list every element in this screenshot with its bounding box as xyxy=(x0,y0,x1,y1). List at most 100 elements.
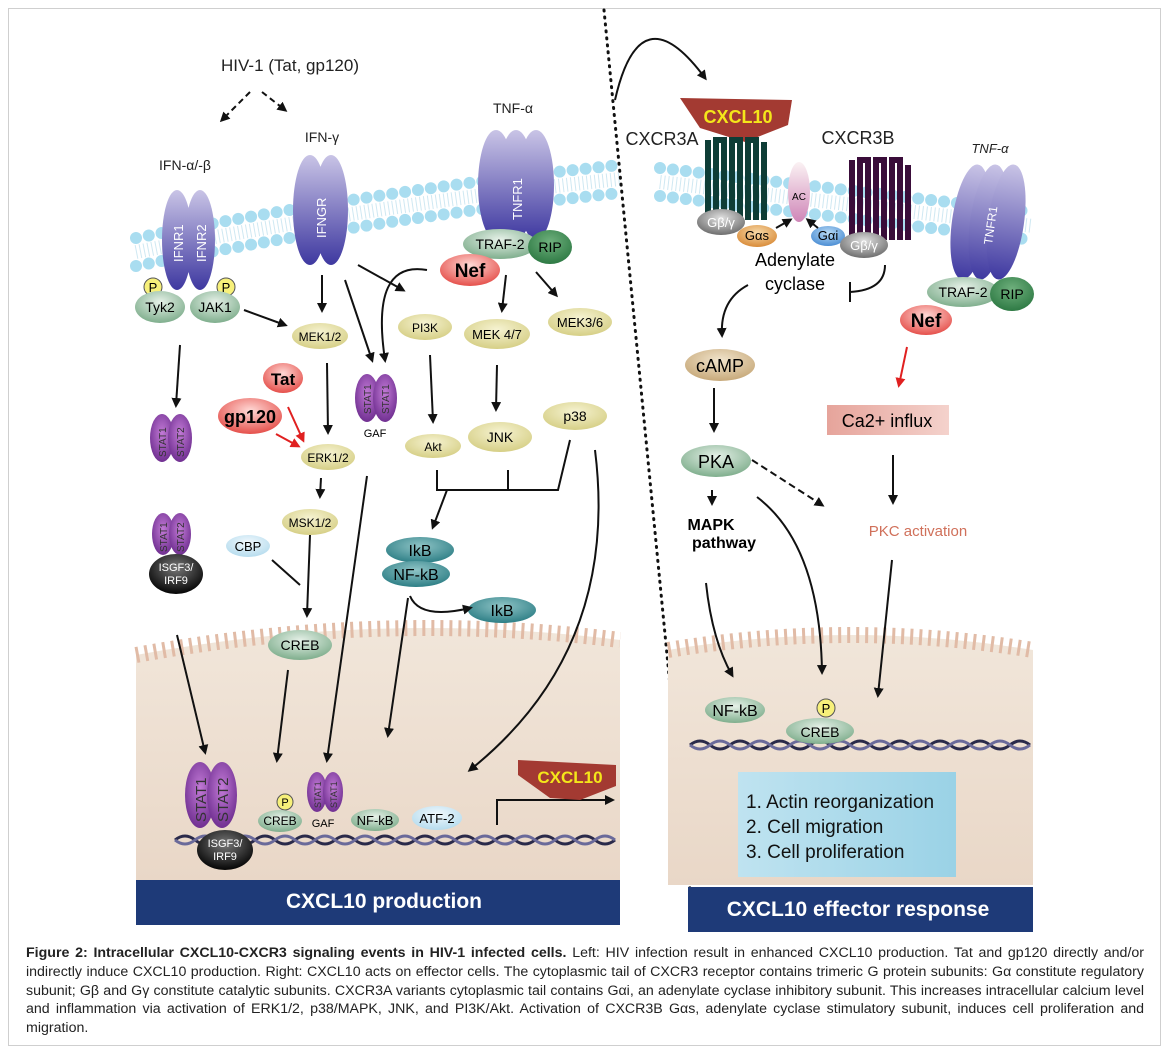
stat2-label: STAT2 xyxy=(176,427,187,457)
adenylate-label: Adenylate xyxy=(755,250,835,270)
cbp-label: CBP xyxy=(235,539,262,554)
pka-node xyxy=(681,445,751,477)
figure-frame xyxy=(8,8,1161,1046)
mek47-label: MEK 4/7 xyxy=(472,327,522,342)
gaf-stat1-dimer: STAT1 STAT1 xyxy=(355,374,397,422)
stat1-stat2-dimer: STAT1 STAT2 xyxy=(150,414,192,462)
cxcl10-ligand-label: CXCL10 xyxy=(703,107,772,127)
pi3k-node xyxy=(398,314,452,340)
ifnr2-label: IFNR2 xyxy=(194,224,209,262)
cxcl10-output-label: CXCL10 xyxy=(537,768,602,787)
ifngr-receptor: IFNGR xyxy=(293,155,348,265)
ifn-ab-label: IFN-α/-β xyxy=(159,157,211,173)
gas-label: Gαs xyxy=(745,228,770,243)
stat1-label: STAT1 xyxy=(313,781,323,808)
nfkb-node xyxy=(382,561,450,587)
ikb-label: IkB xyxy=(408,543,431,560)
red-arrow-gp120-erk xyxy=(275,433,301,448)
arrow-hiv-ifng xyxy=(261,91,288,112)
tyk2-node xyxy=(135,291,185,323)
gai-node xyxy=(811,226,845,246)
gp120-label: gp120 xyxy=(224,407,276,427)
gbg-b-node xyxy=(840,232,888,258)
outcome-item: 2. Cell migration xyxy=(746,817,883,838)
p-label: P xyxy=(822,701,831,716)
outcome-item: 3. Cell proliferation xyxy=(746,842,904,863)
jnk-node xyxy=(468,422,532,452)
pi3k-label: PI3K xyxy=(412,321,438,335)
nfkb-right-node xyxy=(705,697,765,723)
hiv-label: HIV-1 (Tat, gp120) xyxy=(221,56,359,75)
pathway-label: pathway xyxy=(692,535,756,552)
ifn-g-label: IFN-γ xyxy=(305,129,339,145)
isgf3-label: ISGF3/ xyxy=(159,562,195,574)
tnfr1-label: TNFR1 xyxy=(981,205,1000,246)
atf2-node xyxy=(412,806,462,830)
right-banner xyxy=(688,887,1033,932)
erk12-node xyxy=(301,444,355,470)
stat1-label: STAT1 xyxy=(159,522,170,552)
ac-label: AC xyxy=(792,192,806,203)
mek12-label: MEK1/2 xyxy=(299,330,342,344)
isgf3-complex: STAT1 STAT2 ISGF3/ IRF9 xyxy=(149,513,203,594)
stat1-label: STAT1 xyxy=(381,384,392,414)
stat1-label: STAT1 xyxy=(363,384,374,414)
cyclase-label: cyclase xyxy=(765,274,825,294)
nef-label: Nef xyxy=(911,311,942,332)
ikb-released-node xyxy=(468,597,536,623)
cxcr3a-label: CXCR3A xyxy=(625,129,698,149)
tat-node xyxy=(263,363,303,393)
nfkb-nuclear-node xyxy=(351,809,399,831)
right-pathway-arrows xyxy=(705,218,898,698)
right-dna xyxy=(689,739,1031,751)
traf2-node xyxy=(463,229,537,259)
cxcr3b-label: CXCR3B xyxy=(821,128,894,148)
phospho-icon xyxy=(816,698,836,718)
stat1-label: STAT1 xyxy=(193,778,210,822)
camp-node xyxy=(685,349,755,381)
nuclear-gaf: STAT1 STAT1 GAF xyxy=(307,772,343,830)
ikb-released-label: IkB xyxy=(490,603,513,620)
mek12-node xyxy=(292,323,348,349)
cxcl10-ligand xyxy=(680,98,792,142)
caption-title: Figure 2: Intracellular CXCL10-CXCR3 sig… xyxy=(26,945,567,961)
jnk-label: JNK xyxy=(487,429,514,445)
figure-caption: Figure 2: Intracellular CXCL10-CXCR3 sig… xyxy=(26,944,1144,1038)
cxcl10-output xyxy=(518,760,616,800)
outcome-item: 1. Actin reorganization xyxy=(746,792,934,813)
cxcr3a-receptor xyxy=(705,137,767,220)
gaf-label: GAF xyxy=(364,428,387,440)
atf2-label: ATF-2 xyxy=(419,811,454,826)
tyk2-label: Tyk2 xyxy=(145,299,175,315)
erk12-label: ERK1/2 xyxy=(307,451,349,465)
ifngr-label: IFNGR xyxy=(314,198,329,238)
red-arrow-tat-erk xyxy=(287,406,305,443)
stat1-label: STAT1 xyxy=(329,781,339,808)
mek47-node xyxy=(464,319,530,349)
isgf3-label: ISGF3/ xyxy=(208,838,244,850)
nef-label: Nef xyxy=(455,261,486,282)
creb-label: CREB xyxy=(263,814,296,828)
gaf-label: GAF xyxy=(312,818,335,830)
stat2-label: STAT2 xyxy=(215,778,232,822)
tnf-a-label: TNF-α xyxy=(493,100,533,116)
nfkb-label: NF-kB xyxy=(393,567,438,584)
arrow-hiv-ifnab xyxy=(219,91,251,123)
p-label: P xyxy=(222,280,231,295)
ca-influx-box xyxy=(827,405,949,435)
nef-node xyxy=(440,254,500,286)
traf2-label: TRAF-2 xyxy=(939,284,988,300)
irf9-label: IRF9 xyxy=(213,851,237,863)
traf2-right-node xyxy=(927,277,999,307)
ikb-node xyxy=(386,537,454,563)
signaling-diagram: HIV-1 (Tat, gp120) IFN-α/-β IFN-γ TNF-α … xyxy=(130,8,1039,932)
left-nucleus xyxy=(134,620,621,880)
arrow-cxcl10-to-effector xyxy=(614,37,707,101)
ifnr-receptor: IFNR1 IFNR2 xyxy=(162,190,215,290)
p-label: P xyxy=(149,280,158,295)
irf9-label: IRF9 xyxy=(164,575,188,587)
creb-nuclear-node xyxy=(258,810,302,832)
tat-label: Tat xyxy=(271,370,296,389)
ifnr1-label: IFNR1 xyxy=(171,224,186,262)
mapk-label: MAPK xyxy=(687,517,735,534)
